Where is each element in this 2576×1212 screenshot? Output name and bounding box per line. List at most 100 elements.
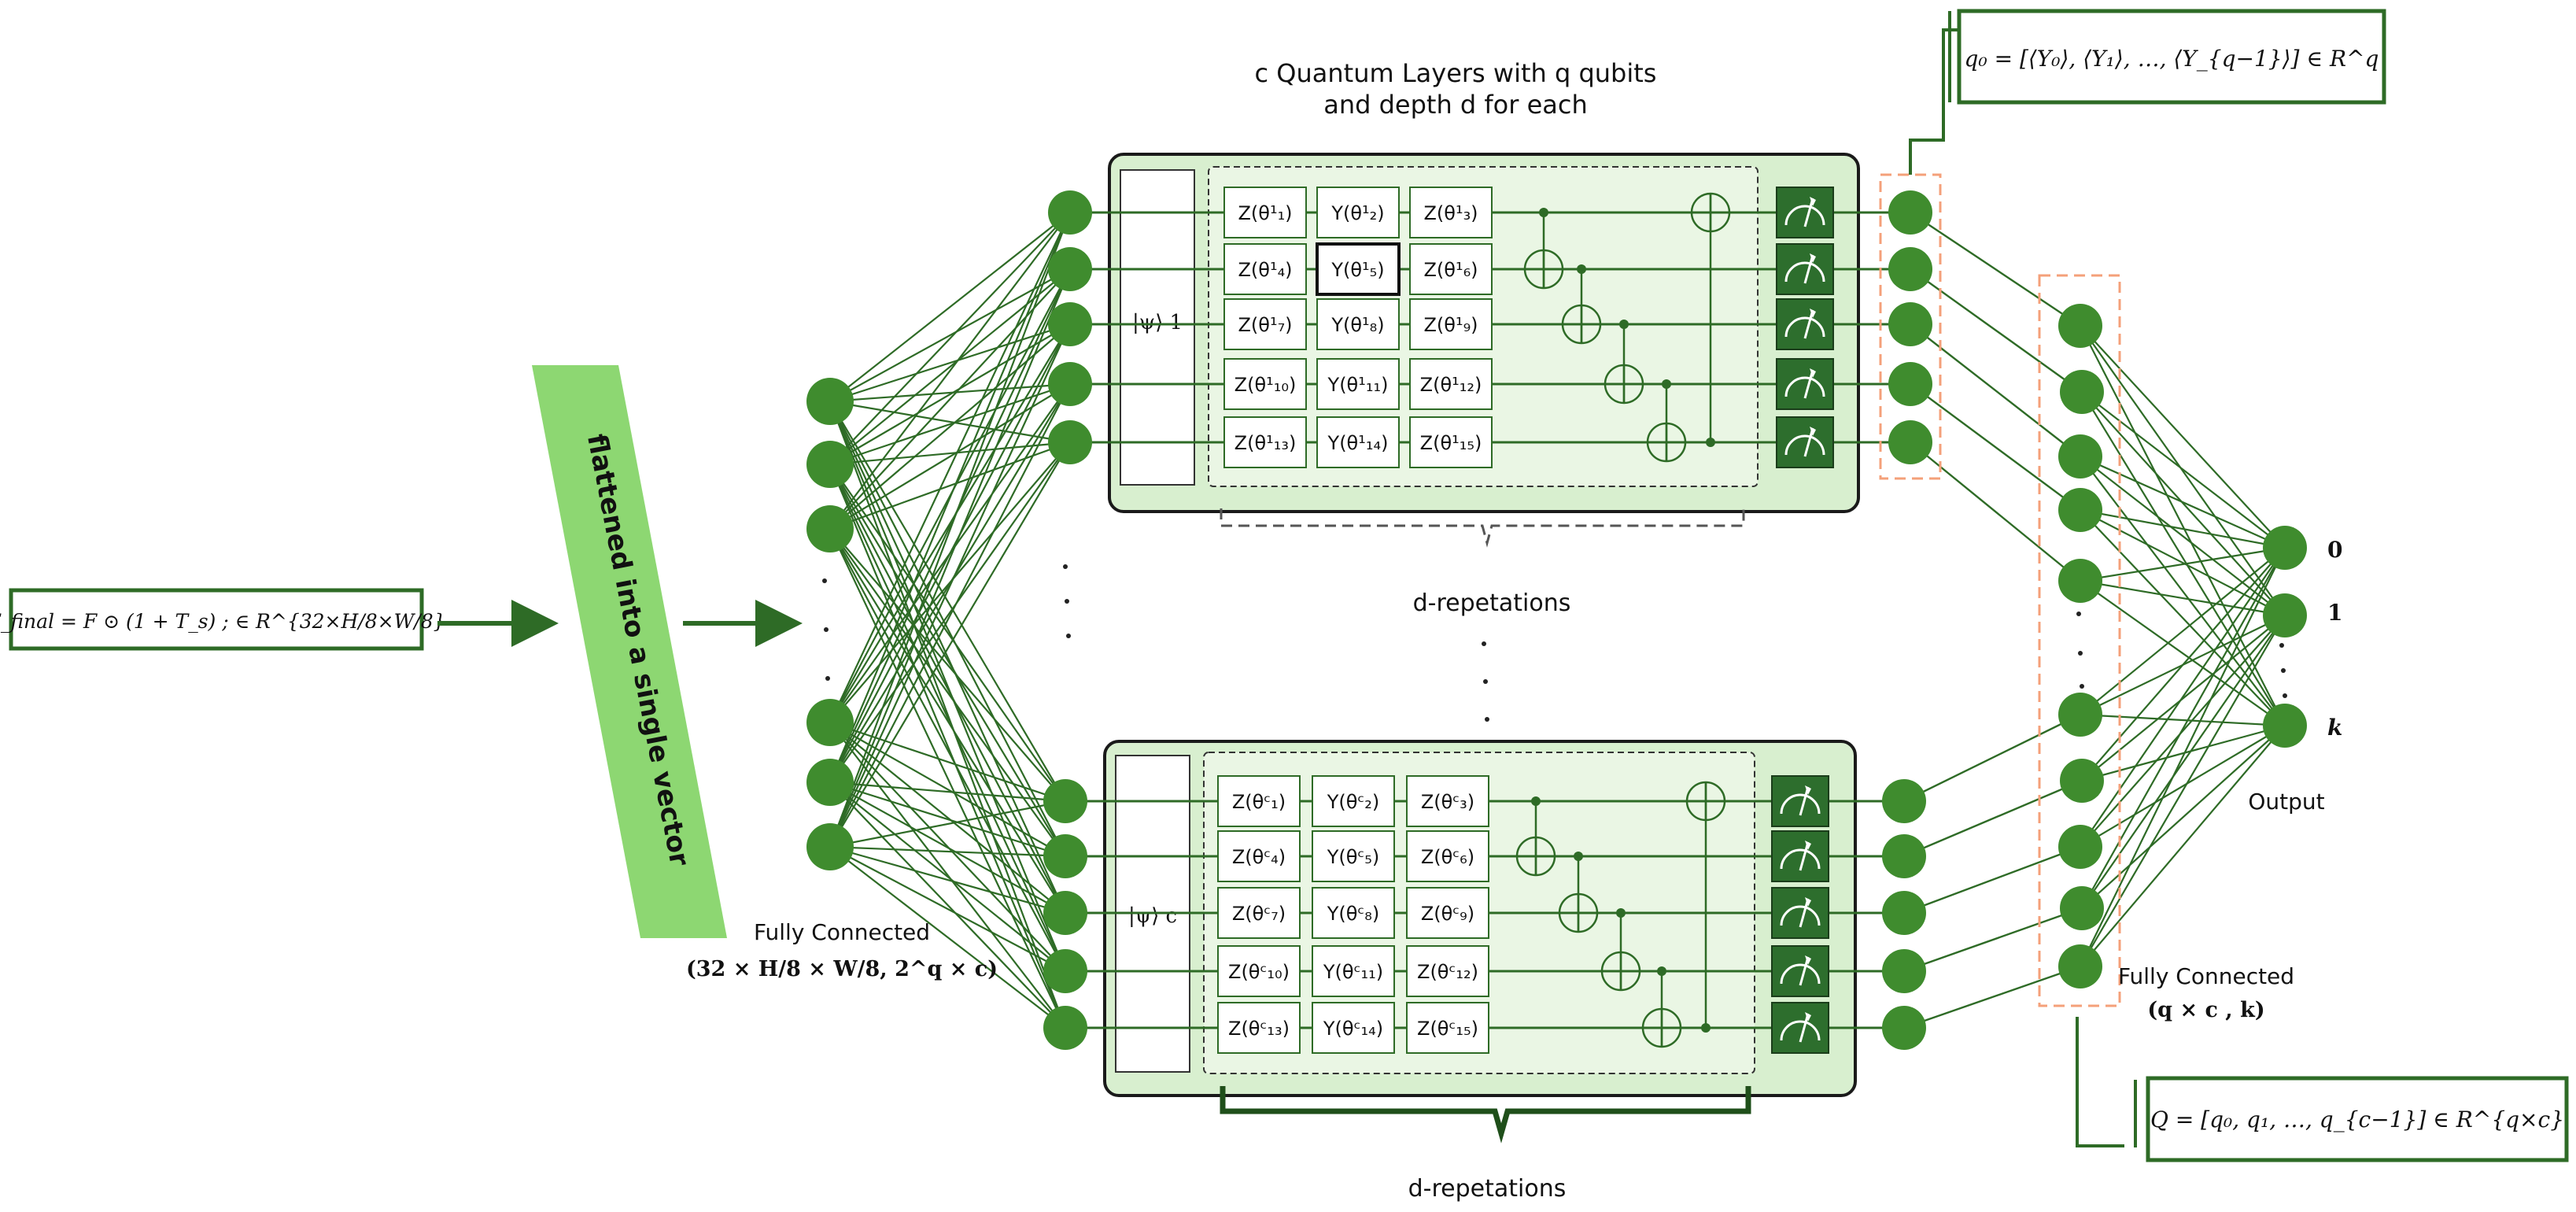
input-node [806,441,854,488]
svg-text:Z(θ¹₆): Z(θ¹₆) [1423,259,1478,281]
gate-top-4-2: Z(θ¹₁₅) [1409,416,1493,468]
concat-node [2058,693,2102,737]
feature-formula-box: F_final = F ⊙ (1 + T_s) ; ∈ R^{32×H/8×W/… [0,588,446,651]
gate-bottom-2-1: Y(θᶜ₈) [1312,887,1395,939]
gate-top-2-2: Z(θ¹₉) [1409,298,1493,350]
measurement-meter-icon [1776,298,1834,350]
gate-bottom-4-2: Z(θᶜ₁₅) [1406,1002,1489,1054]
svg-text:Z(θ¹₉): Z(θ¹₉) [1423,314,1478,336]
gate-top-3-0: Z(θ¹₁₀) [1223,358,1307,410]
fc-right-dims: (q × c , k) [2147,998,2264,1022]
fc-output-connections [2080,325,2286,967]
svg-text:Y(θ¹₂): Y(θ¹₂) [1330,202,1384,224]
concat-node [2060,759,2104,803]
input-node [806,505,854,552]
qubit-input-node [1043,949,1087,993]
svg-text:Z(θᶜ₁₂): Z(θᶜ₁₂) [1417,961,1478,983]
measurement-meter-icon [1776,187,1834,238]
svg-text:Z(θ¹₁₂): Z(θ¹₁₂) [1420,374,1482,396]
svg-text:Y(θ¹₁₄): Y(θ¹₁₄) [1327,432,1389,454]
cnot-target-icon [1646,422,1687,463]
svg-text:Z(θᶜ₁): Z(θᶜ₁) [1232,791,1286,813]
psi-bottom-label: |ψ⟩ c [1128,904,1177,928]
d-reps-top-label: d-repetations [1413,589,1571,617]
svg-text:Y(θᶜ₅): Y(θᶜ₅) [1327,846,1380,868]
qubit-input-node [1048,247,1092,291]
concat-node [2058,304,2102,348]
state-prep-top [1120,169,1195,486]
svg-text:Z(θᶜ₁₀): Z(θᶜ₁₀) [1228,961,1290,983]
output-label-1: 1 [2327,600,2342,626]
qubit-input-node [1043,834,1087,878]
cnot-target-icon [1685,781,1726,822]
qubit-output-node [1888,247,1932,291]
gate-top-0-0: Z(θ¹₁) [1223,187,1307,238]
gate-bottom-0-2: Z(θᶜ₃) [1406,775,1489,827]
svg-text:Z(θ¹₄): Z(θ¹₄) [1238,259,1292,281]
qubit-output-node [1888,362,1932,406]
svg-text:Z(θᶜ₄): Z(θᶜ₄) [1232,846,1286,868]
svg-text:Y(θᶜ₁₁): Y(θᶜ₁₁) [1323,961,1383,983]
svg-text:Z(θ¹₃): Z(θ¹₃) [1423,202,1478,224]
cnot-target-icon [1600,951,1641,992]
concat-node [2058,944,2102,988]
svg-text:Z(θ¹₁₀): Z(θ¹₁₀) [1234,374,1297,396]
qubit-output-node [1882,834,1926,878]
input-node [806,699,854,746]
svg-text:Z(θᶜ₉): Z(θᶜ₉) [1421,903,1474,925]
svg-text:Z(θᶜ₁₃): Z(θᶜ₁₃) [1228,1018,1290,1040]
qubit-input-node [1048,190,1092,235]
q0-callout: q₀ = [⟨Y₀⟩, ⟨Y₁⟩, …, ⟨Y_{q−1}⟩] ∈ R^q [1909,9,2386,175]
Q-callout: Q = [q₀, q₁, …, q_{c−1}] ∈ R^{q×c} [2076,1017,2569,1162]
gate-bottom-0-1: Y(θᶜ₂) [1312,775,1395,827]
output-title: Output [2248,789,2324,815]
svg-text:Y(θᶜ₂): Y(θᶜ₂) [1327,791,1380,813]
svg-text:Z(θᶜ₇): Z(θᶜ₇) [1232,903,1286,925]
gate-bottom-4-1: Y(θᶜ₁₄) [1312,1002,1395,1054]
qubit-output-node [1882,949,1926,993]
concat-node [2058,825,2102,869]
input-node [806,759,854,806]
qubit-output-node [1882,891,1926,935]
gate-top-1-1: Y(θ¹₅) [1316,242,1401,296]
nodes [806,190,2307,1050]
cnot-target-icon [1515,836,1556,877]
measurement-meter-icon [1771,775,1829,827]
ellipsis-dots [822,564,2287,722]
svg-text:Z(θᶜ₁₅): Z(θᶜ₁₅) [1417,1018,1478,1040]
gate-bottom-1-0: Z(θᶜ₄) [1217,830,1301,882]
output-node [2263,526,2307,570]
input-node [806,378,854,425]
output-node [2263,593,2307,637]
fc-right-title: Fully Connected [2118,963,2294,989]
flatten-band: flattened into a single vector [532,365,727,938]
gate-top-4-1: Y(θ¹₁₄) [1316,416,1400,468]
measurement-meter-icon [1776,243,1834,295]
qubit-output-node [1882,779,1926,823]
gate-top-3-1: Y(θ¹₁₁) [1316,358,1400,410]
brace-bottom [1220,1086,1751,1144]
cnot-target-icon [1690,192,1731,233]
gate-bottom-2-2: Z(θᶜ₉) [1406,887,1489,939]
fc-left-dims: (32 × H/8 × W/8, 2^q × c) [686,957,998,981]
top-title-line-2: and depth d for each [1323,90,1588,120]
qubit-input-node [1043,891,1087,935]
gate-bottom-3-2: Z(θᶜ₁₂) [1406,945,1489,997]
measurement-meter-icon [1771,1002,1829,1054]
gate-bottom-4-0: Z(θᶜ₁₃) [1217,1002,1301,1054]
qubit-output-node [1882,1006,1926,1050]
cnot-target-icon [1558,892,1599,933]
psi-top-label: |ψ⟩ 1 [1132,311,1183,334]
qubit-input-node [1043,1006,1087,1050]
concat-vector-highlight [2038,274,2121,1007]
cnot-target-icon [1523,249,1564,290]
quantum-layer-top: |ψ⟩ 1 Z(θ¹₁) Y(θ¹₂) Z(θ¹₃) Z(θ¹₄) Y(θ¹₅) Z(θ¹… [1070,153,1910,513]
gate-top-0-2: Z(θ¹₃) [1409,187,1493,238]
svg-text:Z(θ¹₇): Z(θ¹₇) [1238,314,1292,336]
gate-bottom-1-1: Y(θᶜ₅) [1312,830,1395,882]
d-reps-bottom-label: d-repetations [1408,1175,1567,1203]
qubit-output-highlight [1879,173,1942,480]
svg-text:Z(θᶜ₃): Z(θᶜ₃) [1421,791,1474,813]
gate-bottom-3-1: Y(θᶜ₁₁) [1312,945,1395,997]
